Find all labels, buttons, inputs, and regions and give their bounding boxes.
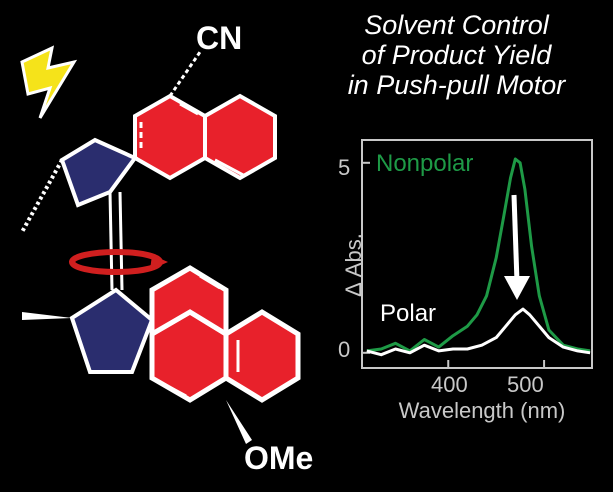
bottom-ring-b xyxy=(223,309,301,403)
top-ring-a xyxy=(133,93,207,181)
x-tick-label-400: 400 xyxy=(431,372,468,397)
title-line-3: in Push-pull Motor xyxy=(347,70,566,100)
series-line-nonpolar xyxy=(366,157,591,353)
cn-bond xyxy=(168,51,202,97)
legend-polar: Polar xyxy=(380,300,437,327)
cn-label: CN xyxy=(196,20,243,56)
ome-label: OMe xyxy=(244,440,314,476)
x-axis-label: Wavelength (nm) xyxy=(398,398,566,423)
chart xyxy=(361,139,593,369)
top-ring-b xyxy=(203,93,277,181)
bottom-methyl-wedge xyxy=(22,312,72,320)
bottom-pentagon xyxy=(69,287,155,374)
bottom-ring-top-inner-bond xyxy=(199,274,221,290)
decrease-arrow-icon xyxy=(504,194,530,300)
double-bond-b xyxy=(118,191,124,291)
title-line-1: Solvent Control xyxy=(364,10,549,40)
rotation-arrow-icon xyxy=(69,249,168,275)
series-line-polar xyxy=(366,307,591,357)
top-naphthalene xyxy=(133,93,277,181)
bottom-ring-top xyxy=(149,265,229,339)
plot-marks xyxy=(362,157,591,368)
top-pentagon xyxy=(59,137,139,208)
y-axis-label: Δ Abs. xyxy=(341,233,366,297)
y-tick-label-5: 5 xyxy=(338,155,351,180)
x-tick-label-500: 500 xyxy=(507,372,544,397)
top-methyl-bond xyxy=(20,159,64,233)
ome-bond xyxy=(226,400,252,444)
legend-nonpolar: Nonpolar xyxy=(376,150,474,177)
y-tick-label-0: 0 xyxy=(338,337,351,362)
double-bond-a xyxy=(108,191,114,291)
chart-frame xyxy=(361,139,593,369)
lightning-icon xyxy=(20,45,78,119)
title-line-2: of Product Yield xyxy=(361,40,552,70)
bottom-naphthalene xyxy=(149,309,301,403)
